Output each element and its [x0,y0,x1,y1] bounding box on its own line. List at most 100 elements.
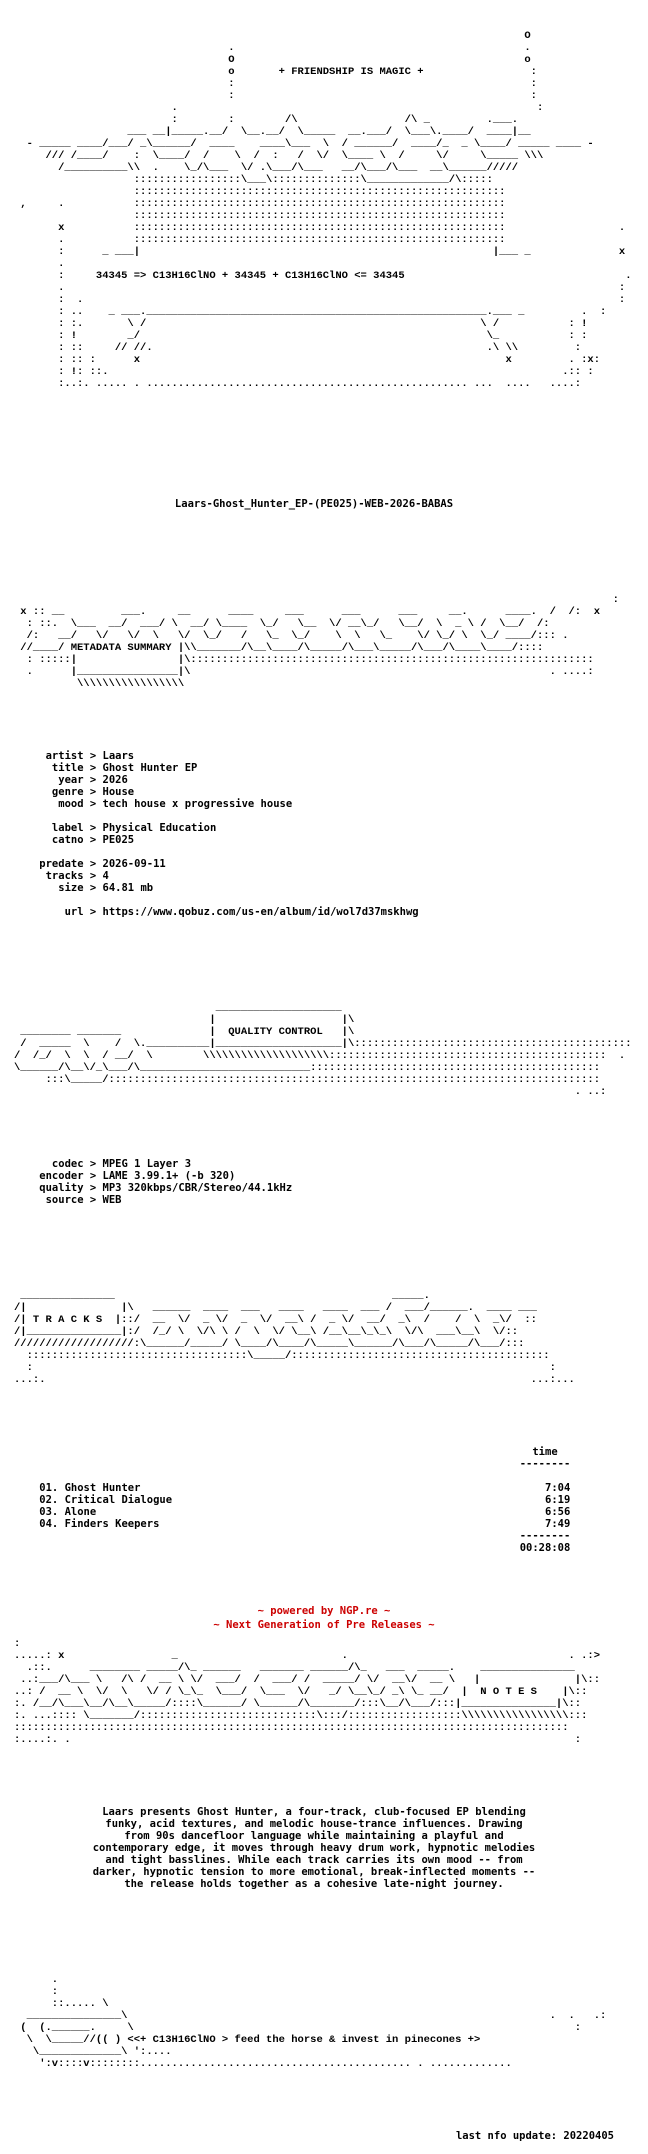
metadata-row: genre > House [14,786,634,798]
metadata-separator: > [83,906,103,918]
track-row: 02. Critical Dialogue 6:19 [14,1494,634,1506]
track-time: 7:49 [545,1518,571,1530]
track-time: 7:04 [545,1482,571,1494]
quality-row: quality > MP3 320kbps/CBR/Stereo/44.1kHz [14,1182,634,1194]
metadata-key: artist [14,750,84,762]
quality-row: codec > MPEG 1 Layer 3 [14,1158,634,1170]
metadata-key: year [14,774,84,786]
metadata-key: label [14,822,84,834]
metadata-value: 2026 [102,774,128,786]
metadata-row: year > 2026 [14,774,634,786]
notes-banner: : .....: x _ . . .:> .::. ________ _____… [14,1638,600,1746]
quality-row: source > WEB [14,1194,634,1206]
quality-value: LAME 3.99.1+ (-b 320) [102,1170,236,1182]
metadata-value: 4 [102,870,109,882]
header-ascii-art: O . . O o [20,30,632,390]
metadata-row: mood > tech house x progressive house [14,798,634,810]
powered-by-link[interactable]: ~ powered by NGP.re ~ [257,1605,391,1617]
notes-line: Laars presents Ghost Hunter, a four-trac… [102,1806,526,1818]
metadata-separator: > [83,762,103,774]
metadata-separator: > [83,870,103,882]
tracks-separator: -------- [14,1530,571,1542]
tracklist: time -------- 01. Ghost Hunter 7:04 02. … [14,1446,634,1554]
metadata-separator: > [83,822,103,834]
quality-row: encoder > LAME 3.99.1+ (-b 320) [14,1170,634,1182]
quality-value: WEB [102,1194,122,1206]
metadata-value: Ghost Hunter EP [102,762,198,774]
metadata-banner: : x :: __ ___. __ ____ ___ ___ ___ __. _… [20,594,619,690]
notes-line: the release holds together as a cohesive… [124,1878,504,1890]
track-title: 04. Finders Keepers [14,1518,546,1530]
notes-line: and tight basslines. While each track ca… [105,1854,523,1866]
track-row: 03. Alone 6:56 [14,1506,634,1518]
quality-value: MP3 320kbps/CBR/Stereo/44.1kHz [102,1182,293,1194]
metadata-value: Laars [102,750,135,762]
metadata-key: mood [14,798,84,810]
quality-separator: > [83,1158,103,1170]
quality-banner: ____________________ | |\ ________ _____… [14,1002,632,1098]
nfo-document: O . . O o [14,6,634,2154]
metadata-row [14,894,634,906]
quality-value: MPEG 1 Layer 3 [102,1158,192,1170]
track-title: 01. Ghost Hunter [14,1482,546,1494]
metadata-value: PE025 [102,834,135,846]
metadata-row: catno > PE025 [14,834,634,846]
quality-separator: > [83,1170,103,1182]
metadata-row: url > https://www.qobuz.com/us-en/album/… [14,906,634,918]
metadata-key: predate [14,858,84,870]
footer: ~ powered by NGP.re ~ ~ Next Generation … [0,1604,648,1632]
quality-separator: > [83,1194,103,1206]
metadata-separator: > [83,858,103,870]
track-time: 6:19 [545,1494,571,1506]
metadata-list: artist > Laars title > Ghost Hunter EP y… [14,750,634,918]
quality-key: quality [14,1182,84,1194]
tracks-total: 00:28:08 [14,1542,571,1554]
metadata-row: predate > 2026-09-11 [14,858,634,870]
notes-line: from 90s dancefloor language while maint… [124,1830,504,1842]
metadata-value: tech house x progressive house [102,798,293,810]
quality-key: codec [14,1158,84,1170]
release-name: Laars-Ghost_Hunter_EP-(PE025)-WEB-2026-B… [174,498,454,510]
last-update: last nfo update: 20220405 [455,2130,614,2142]
metadata-separator: > [83,774,103,786]
tracks-time-header: time [14,1446,558,1458]
metadata-key: size [14,882,84,894]
metadata-row: title > Ghost Hunter EP [14,762,634,774]
track-title: 03. Alone [14,1506,546,1518]
metadata-separator: > [83,834,103,846]
notes-line: funky, acid textures, and melodic house-… [105,1818,523,1830]
metadata-key: title [14,762,84,774]
track-time: 6:56 [545,1506,571,1518]
quality-list: codec > MPEG 1 Layer 3 encoder > LAME 3.… [14,1158,634,1206]
metadata-key: catno [14,834,84,846]
tracks-banner: _______________ _____. /| |\ ______ ____… [14,1290,575,1386]
quality-key: source [14,1194,84,1206]
metadata-separator: > [83,882,103,894]
tracks-separator: -------- [14,1458,571,1470]
footer-tagline: ~ Next Generation of Pre Releases ~ [213,1619,435,1631]
quality-separator: > [83,1182,103,1194]
metadata-separator: > [83,786,103,798]
metadata-key: genre [14,786,84,798]
metadata-row [14,846,634,858]
metadata-row [14,810,634,822]
metadata-value: House [102,786,135,798]
metadata-value: 64.81 mb [102,882,154,894]
track-title: 02. Critical Dialogue [14,1494,546,1506]
notes-text: Laars presents Ghost Hunter, a four-trac… [14,1806,634,1890]
metadata-value[interactable]: https://www.qobuz.com/us-en/album/id/wol… [102,906,419,918]
metadata-key: url [14,906,84,918]
metadata-separator: > [83,750,103,762]
track-row: 04. Finders Keepers 7:49 [14,1518,634,1530]
metadata-row: tracks > 4 [14,870,634,882]
metadata-key: tracks [14,870,84,882]
tracks-spacer [14,1470,634,1482]
notes-line: darker, hypnotic tension to more emotion… [92,1866,536,1878]
quality-key: encoder [14,1170,84,1182]
metadata-separator: > [83,798,103,810]
closing-ascii-art: . : ::..... \ _______________\ . . .: ( … [20,1974,607,2070]
notes-line: contemporary edge, it moves through heav… [92,1842,536,1854]
metadata-value: Physical Education [102,822,217,834]
metadata-row: label > Physical Education [14,822,634,834]
metadata-row: size > 64.81 mb [14,882,634,894]
